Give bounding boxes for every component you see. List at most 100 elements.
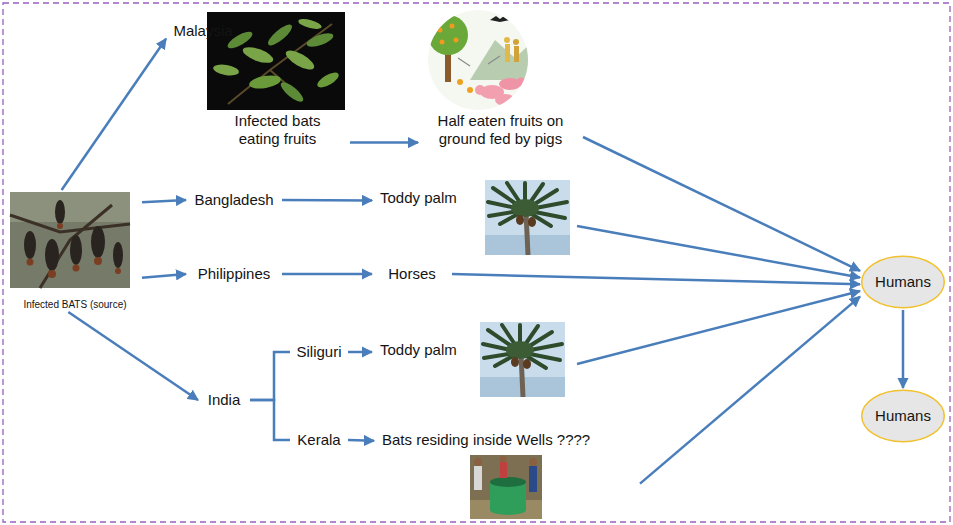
arrow-connector <box>348 439 374 442</box>
well-photo-part <box>474 466 482 490</box>
transmission-step: Horses <box>372 263 452 285</box>
ellipse-shape <box>862 256 945 308</box>
well-photo-part <box>500 462 507 478</box>
pig-cartoon-part <box>440 40 445 45</box>
bat-photo-part <box>27 259 34 266</box>
arrow-connector <box>282 273 372 276</box>
node-label: Malaysia <box>173 22 232 40</box>
pig-cartoon-part <box>495 94 515 106</box>
arrow-connector <box>902 310 905 388</box>
fruit-photo-part <box>283 47 317 73</box>
bat-photo-part <box>94 257 102 265</box>
fruit-photo-part <box>315 70 341 91</box>
well-photo-part <box>490 477 526 487</box>
pig-cartoon-part <box>467 87 473 93</box>
well-photo <box>470 455 542 519</box>
node-label: Bangladesh <box>194 191 273 209</box>
node-label: Humans <box>875 407 931 425</box>
pig-cartoon-part <box>475 85 485 95</box>
bat-photo-part <box>91 226 105 258</box>
pig-cartoon-part <box>458 58 470 66</box>
arrow-connector <box>348 351 372 354</box>
node-label: Half eaten fruits on ground fed by pigs <box>421 112 581 148</box>
transmission-step: Bats residing inside Wells ???? <box>374 429 640 520</box>
node-label: Infected BATS (source) <box>23 298 126 311</box>
pig-cartoon-part <box>490 16 510 22</box>
transmission-step: Infected bats eating fruits <box>205 12 350 154</box>
pig-cartoon-part <box>513 39 519 45</box>
node-label: Toddy palm <box>380 189 457 207</box>
region-label: India <box>198 389 250 411</box>
bat-photo-part <box>48 270 56 278</box>
arrow-connector <box>250 400 290 440</box>
arrow-connector <box>350 141 418 144</box>
bat-photo-part <box>45 239 59 271</box>
bat-photo-part <box>70 235 82 265</box>
node-label: Humans <box>875 273 931 291</box>
transmission-step: Toddy palm <box>372 320 577 400</box>
pig-cartoon <box>428 10 540 110</box>
bat-photo-part <box>115 268 121 274</box>
bat-photo-part <box>40 205 112 288</box>
pig-cartoon-part <box>457 79 463 85</box>
bat-photo-part <box>10 192 130 222</box>
arrow-connector <box>250 352 290 400</box>
fruit-photo-part <box>305 31 335 50</box>
ellipse-shape <box>862 390 945 442</box>
fruit-photo-part <box>248 73 282 90</box>
node-label: Kerala <box>297 431 340 449</box>
pig-cartoon-part <box>438 28 443 33</box>
bat-photo-part <box>113 242 123 268</box>
fruit-photo-part <box>212 63 239 77</box>
region-label: Bangladesh <box>186 189 282 211</box>
bat-photo-part <box>10 192 130 288</box>
pig-cartoon-part <box>450 24 455 29</box>
node-label: Toddy palm <box>380 341 457 359</box>
fruit-photo-part <box>297 17 322 31</box>
host-ellipse: Humans <box>860 254 946 310</box>
well-photo-part <box>474 458 482 466</box>
pig-cartoon-part <box>488 56 500 64</box>
arrow-connector <box>282 199 372 202</box>
region-label: Kerala <box>290 429 348 451</box>
arrow-connector <box>577 291 860 364</box>
arrow-connector <box>583 137 860 271</box>
node-label: Siliguri <box>296 343 341 361</box>
well-photo-part <box>490 505 526 515</box>
node-label: Horses <box>388 265 436 283</box>
source-node: Infected BATS (source) <box>8 190 142 312</box>
node-label: Infected bats eating fruits <box>222 112 334 148</box>
pig-cartoon-part <box>504 37 510 43</box>
pig-cartoon-part <box>470 40 540 80</box>
fruit-photo-part <box>278 79 306 105</box>
host-ellipse: Humans <box>860 388 946 444</box>
arrow-connector <box>640 297 860 484</box>
bat-photo <box>10 192 130 288</box>
arrow-connector <box>142 200 186 202</box>
pig-cartoon-part <box>505 44 510 62</box>
bat-photo-part <box>55 200 65 224</box>
bat-photo-part <box>24 231 36 259</box>
fruit-photo-part <box>265 22 294 49</box>
region-label: Malaysia <box>166 20 240 42</box>
arrow-connector <box>577 226 860 278</box>
well-photo-part <box>529 466 537 492</box>
arrow-connector <box>142 274 186 278</box>
node-label: India <box>208 391 241 409</box>
well-photo-part <box>529 458 537 466</box>
well-photo-part <box>500 456 507 463</box>
pig-cartoon-part <box>428 15 468 55</box>
region-label: Siliguri <box>290 341 348 363</box>
arrow-connector <box>62 39 166 190</box>
pig-cartoon-part <box>517 78 526 87</box>
transmission-step: Half eaten fruits on ground fed by pigs <box>418 12 583 154</box>
transmission-step: Toddy palm <box>372 178 577 258</box>
bat-photo-part <box>57 223 63 229</box>
bat-photo-part <box>73 265 80 272</box>
bat-photo-part <box>10 215 130 232</box>
node-label: Bats residing inside Wells ???? <box>382 431 590 449</box>
region-label: Philippines <box>186 263 282 285</box>
toddy-palm-photo <box>485 180 570 255</box>
arrow-connector <box>68 312 198 400</box>
